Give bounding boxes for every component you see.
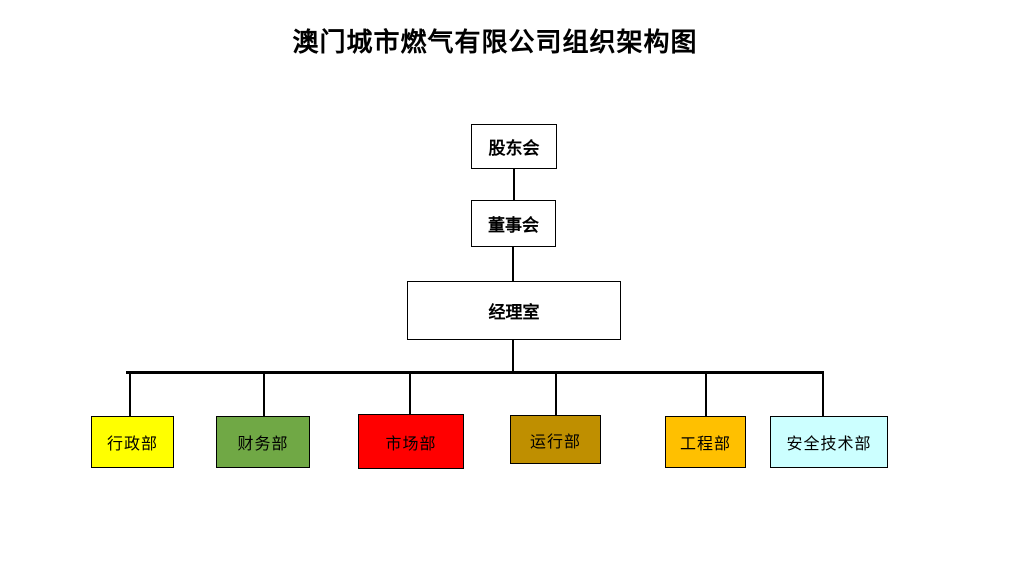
drop-line-marketing [409, 372, 411, 415]
drop-line-operations [555, 372, 557, 416]
dept-engineering: 工程部 [665, 416, 746, 468]
dept-finance: 财务部 [216, 416, 310, 468]
drop-line-safety [822, 372, 824, 417]
connector-management-bus [512, 339, 514, 372]
dept-safety: 安全技术部 [770, 416, 888, 468]
connector-board-management [512, 246, 514, 282]
drop-line-engineering [705, 372, 707, 417]
dept-operations: 运行部 [510, 415, 601, 464]
dept-marketing: 市场部 [358, 414, 464, 469]
drop-line-finance [263, 372, 265, 417]
drop-line-admin [129, 372, 131, 417]
node-management: 经理室 [407, 281, 621, 340]
department-bus-line [126, 371, 824, 374]
connector-shareholders-board [513, 168, 515, 201]
node-shareholders: 股东会 [471, 124, 557, 169]
dept-admin: 行政部 [91, 416, 174, 468]
page-title: 澳门城市燃气有限公司组织架构图 [292, 28, 698, 58]
node-board: 董事会 [471, 200, 556, 247]
